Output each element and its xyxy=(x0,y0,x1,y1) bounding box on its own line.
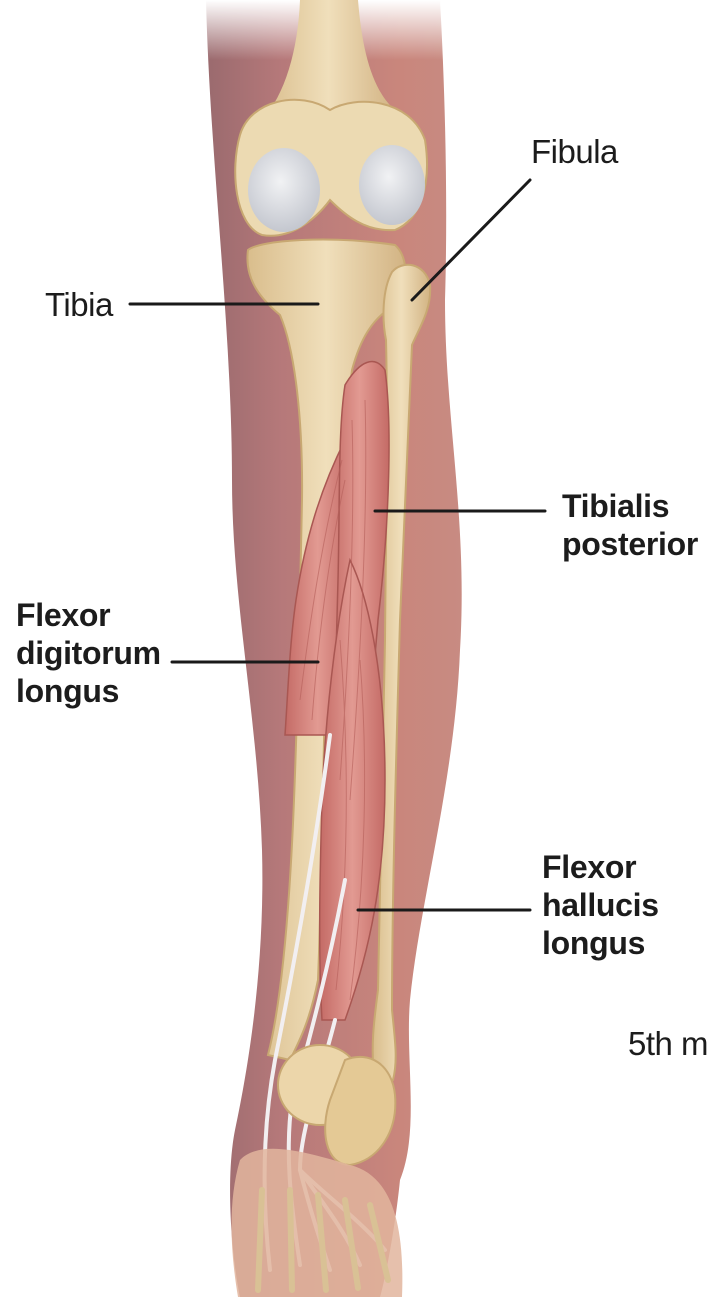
label-fhl-line-3: longus xyxy=(542,924,659,962)
label-fhl-line-2: hallucis xyxy=(542,886,659,924)
label-tibialis-posterior: Tibialis posterior xyxy=(562,487,698,563)
label-fdl-line-1: Flexor xyxy=(16,596,161,634)
label-flexor-hallucis-longus: Flexor hallucis longus xyxy=(542,848,659,962)
label-fibula: Fibula xyxy=(531,133,618,171)
label-fhl-line-1: Flexor xyxy=(542,848,659,886)
label-tibialis-posterior-line-2: posterior xyxy=(562,525,698,563)
label-fdl-line-3: longus xyxy=(16,672,161,710)
label-fdl-line-2: digitorum xyxy=(16,634,161,672)
medial-condyle-cartilage xyxy=(248,148,320,232)
label-flexor-digitorum-longus: Flexor digitorum longus xyxy=(16,596,161,710)
label-fifth-metatarsal-partial: 5th m xyxy=(628,1025,712,1063)
label-tibialis-posterior-line-1: Tibialis xyxy=(562,487,698,525)
label-tibia: Tibia xyxy=(45,286,113,324)
lateral-condyle-cartilage xyxy=(359,145,425,225)
